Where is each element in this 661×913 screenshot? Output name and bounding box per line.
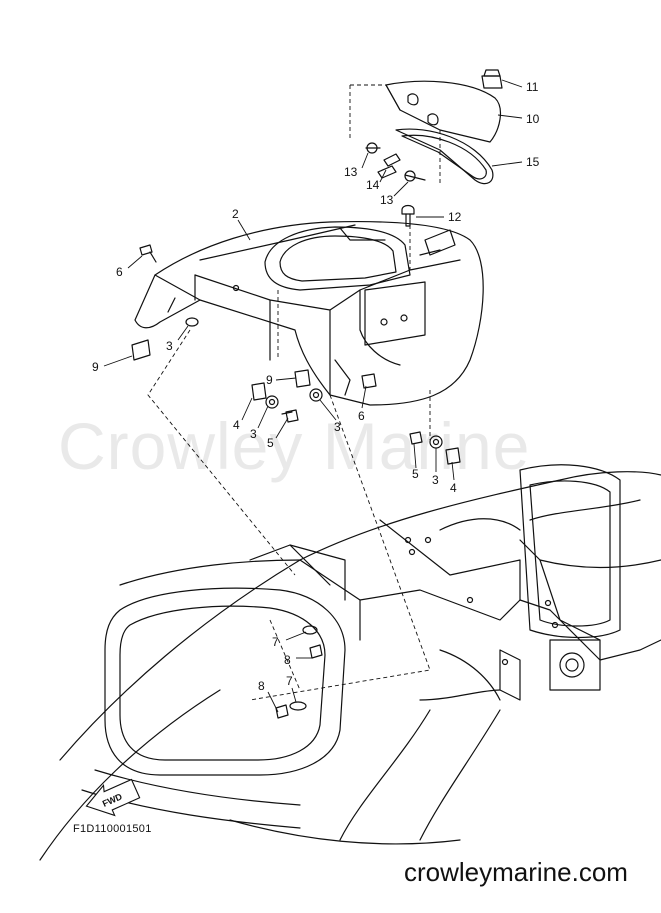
callout-13-lower: 13 — [380, 193, 394, 207]
callout-6-center: 6 — [358, 409, 365, 423]
callout-11: 11 — [526, 80, 539, 94]
callout-9-mid: 9 — [266, 373, 273, 387]
callout-numbers: 11 10 15 13 14 13 12 2 6 3 9 9 4 3 5 3 6… — [92, 80, 540, 693]
rear-cover — [134, 220, 484, 406]
leader-lines — [103, 79, 523, 713]
fwd-arrow-icon: FWD — [85, 778, 141, 817]
callout-7-upper: 7 — [272, 635, 279, 649]
callout-3-left: 3 — [166, 339, 173, 353]
callout-3-mid: 3 — [250, 427, 257, 441]
callout-3-center: 3 — [334, 420, 341, 434]
callout-5-mid: 5 — [267, 436, 274, 450]
callout-3-right: 3 — [432, 473, 439, 487]
hull-deck — [39, 464, 661, 861]
callout-10: 10 — [526, 112, 540, 126]
callout-8-lower: 8 — [258, 679, 265, 693]
callout-12: 12 — [448, 210, 462, 224]
callout-9-left: 9 — [92, 360, 99, 374]
callout-4-right: 4 — [450, 481, 457, 495]
callout-8-upper: 8 — [284, 653, 291, 667]
callout-6-left: 6 — [116, 265, 123, 279]
callout-4-mid: 4 — [233, 418, 240, 432]
callout-2: 2 — [232, 207, 239, 221]
reference-lines — [147, 84, 441, 701]
top-cover — [385, 80, 502, 185]
callout-15: 15 — [526, 155, 540, 169]
site-link[interactable]: crowleymarine.com — [404, 857, 628, 887]
callout-14: 14 — [366, 178, 380, 192]
drawing-code: F1D110001501 — [73, 823, 152, 835]
callout-7-lower: 7 — [286, 674, 293, 688]
callout-5-right: 5 — [412, 467, 419, 481]
callout-13-upper: 13 — [344, 165, 358, 179]
clips-fasteners — [131, 69, 503, 719]
